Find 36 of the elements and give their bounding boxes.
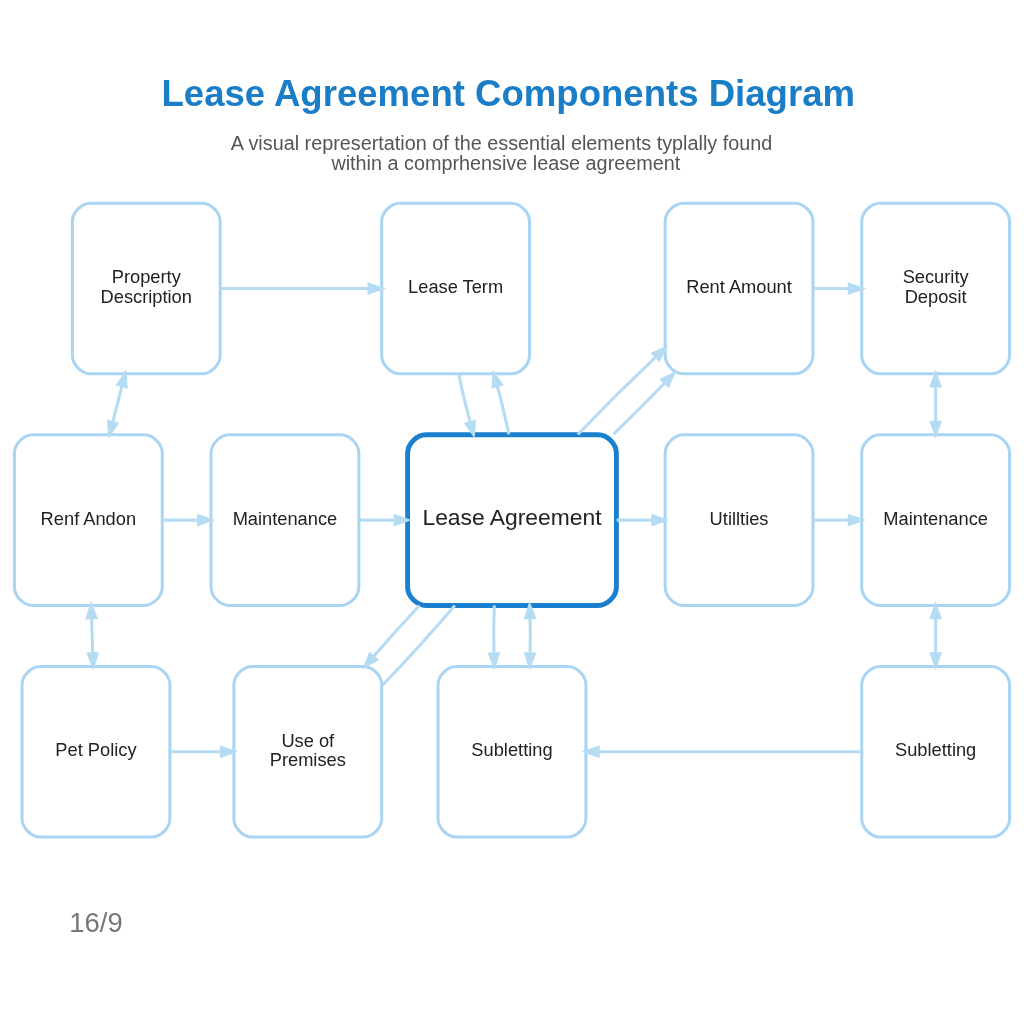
arrow [581,744,862,758]
diagram-title: Lease Agreement Components Diagram [161,72,856,114]
node-box: Security Deposit [860,201,1012,375]
node-box: Subletting [860,664,1012,839]
arrow [170,744,239,758]
node-box: Rent Amount [663,201,815,375]
arrow [85,600,100,671]
node-box: Maintenance [860,432,1012,607]
node-box: Property Description [70,201,222,375]
connector [380,603,456,687]
arrow [813,513,867,527]
node-box: Use of Premises [232,664,384,839]
label: 16/9 [69,906,123,938]
arrow [487,604,501,671]
arrow [616,513,670,527]
arrow [220,281,386,295]
arrow [929,368,943,439]
arrow [362,603,421,670]
node-box: Lease Agreement [405,431,619,608]
arrow [612,370,677,435]
arrow [929,600,943,671]
arrow [491,368,511,435]
caption: A visual represertation of the essential elements typlally found within a comprhensive lease agreement [230,131,773,174]
arrow [106,368,128,439]
node-box: Maintenance [209,432,361,607]
node-box: Renf Andon [12,432,164,607]
arrow [457,373,477,439]
arrow [359,513,413,527]
arrow [576,344,669,436]
node-box: Subletting [436,664,588,839]
arrow [523,600,537,671]
arrow [813,281,867,295]
node-box: Utillties [663,432,815,607]
node-box: Pet Policy [20,664,172,839]
arrow [162,513,216,527]
node-box: Lease Term [380,201,532,375]
